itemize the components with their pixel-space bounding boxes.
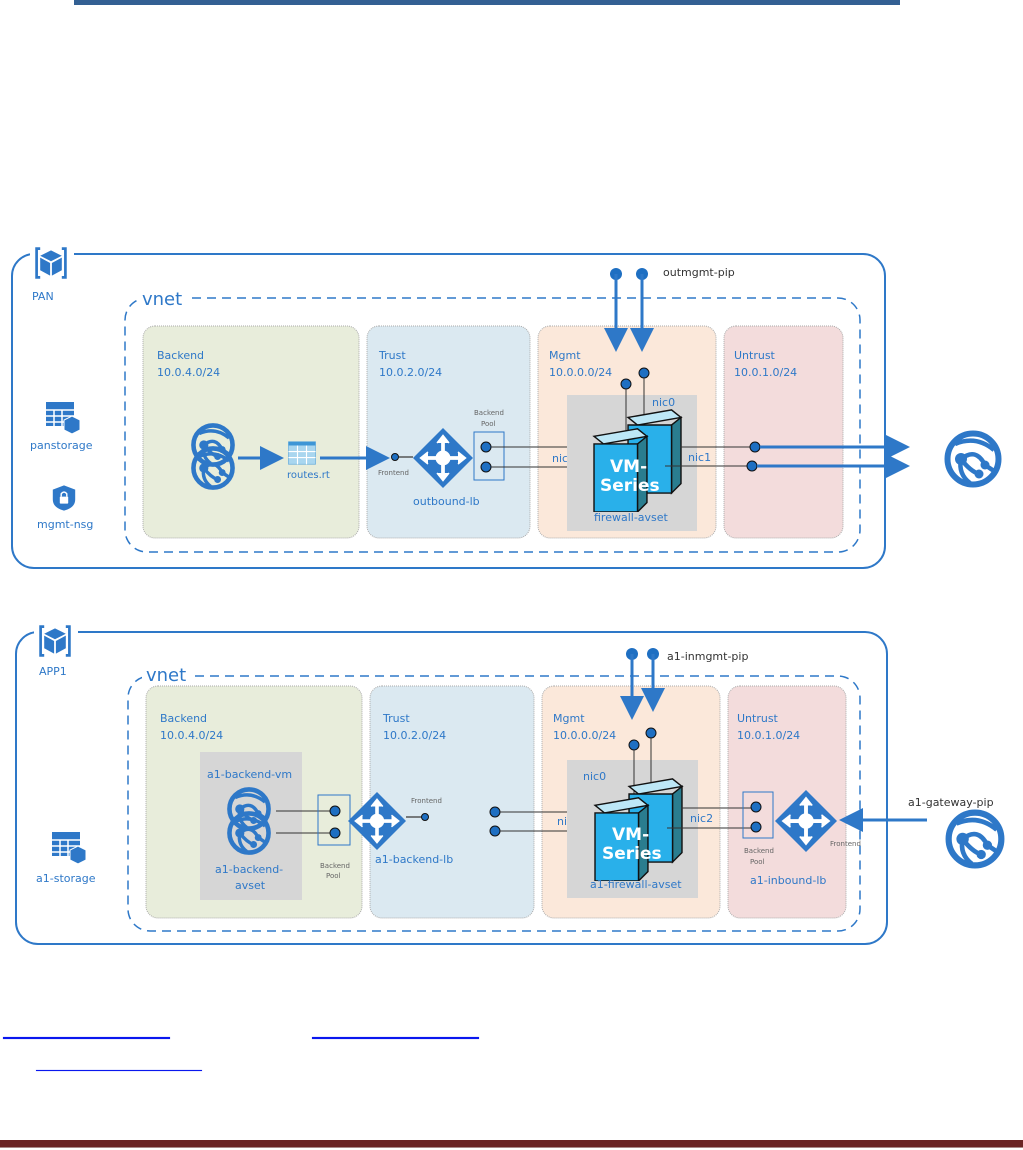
storage-icon	[51, 831, 87, 865]
backend-avset-box	[200, 752, 302, 900]
backend-avset-label: a1-backend-	[215, 863, 283, 876]
subnet-cidr: 10.0.0.0/24	[549, 366, 612, 379]
subnet-untrust	[727, 685, 847, 919]
internet-icon	[949, 813, 1002, 866]
avset-label: a1-firewall-avset	[590, 878, 682, 891]
group-label: APP1	[39, 665, 67, 678]
internet-icon	[948, 434, 999, 485]
top-rule	[74, 0, 900, 5]
subnet-trust	[366, 325, 531, 539]
doc-link[interactable]	[36, 1070, 202, 1071]
subnet-name: Untrust	[737, 712, 779, 725]
subnet-untrust	[723, 325, 844, 539]
backend-pool-label: Pool	[481, 420, 496, 428]
backend-pool-label: Backend	[744, 847, 774, 855]
group-label: PAN	[32, 290, 54, 303]
vnet-frame	[127, 675, 861, 932]
subnet-name: Mgmt	[549, 349, 581, 362]
gateway-pip-label: a1-gateway-pip	[908, 796, 994, 809]
doc-link[interactable]	[312, 1037, 479, 1039]
pip-label: outmgmt-pip	[663, 266, 735, 279]
subnet-name: Untrust	[734, 349, 776, 362]
vm-series-label: VM-	[610, 457, 647, 477]
resource-group-frame	[15, 631, 888, 945]
vnet-label: vnet	[146, 665, 186, 686]
vm-series-label: Series	[600, 476, 660, 496]
subnet-name: Trust	[378, 349, 406, 362]
subnet-name: Backend	[157, 349, 204, 362]
side-item-label: mgmt-nsg	[37, 518, 93, 531]
nic-label: nic0	[652, 396, 675, 409]
pip-label: a1-inmgmt-pip	[667, 650, 748, 663]
route-table-label: routes.rt	[287, 470, 330, 481]
vm-series-label: Series	[602, 844, 662, 864]
route-table-icon	[287, 441, 317, 465]
subnet-name: Mgmt	[553, 712, 585, 725]
frontend-label: Frontend	[411, 797, 442, 805]
side-item-label: panstorage	[30, 439, 93, 452]
frontend-label: Frontend	[830, 840, 861, 848]
nic-label: nic0	[583, 770, 606, 783]
diagram-pan: PAN vnet panstorage mgmt-nsg Backend 10.…	[11, 244, 999, 569]
backend-pool-label: Pool	[326, 872, 341, 880]
subnet-cidr: 10.0.1.0/24	[737, 729, 800, 742]
subnet-cidr: 10.0.0.0/24	[553, 729, 616, 742]
backend-pool-label: Pool	[750, 858, 765, 866]
subnet-name: Trust	[382, 712, 410, 725]
lb-name: a1-backend-lb	[375, 853, 453, 866]
backend-avset-label: avset	[235, 879, 266, 892]
subnet-backend	[142, 325, 360, 539]
resource-group-frame	[11, 253, 886, 569]
subnet-cidr: 10.0.2.0/24	[383, 729, 446, 742]
vm-series-label: VM-	[612, 825, 649, 845]
backend-pool-label: Backend	[474, 409, 504, 417]
backend-pool-label: Backend	[320, 862, 350, 870]
subnet-cidr: 10.0.4.0/24	[157, 366, 220, 379]
bottom-rule	[0, 1140, 1023, 1148]
nic-label: nic1	[688, 451, 711, 464]
side-item-label: a1-storage	[36, 872, 96, 885]
frontend-label: Frontend	[378, 469, 409, 477]
subnet-cidr: 10.0.2.0/24	[379, 366, 442, 379]
lb-name: a1-inbound-lb	[750, 874, 826, 887]
storage-icon	[45, 401, 81, 435]
nsg-shield-icon	[52, 484, 76, 512]
doc-link[interactable]	[3, 1037, 170, 1039]
backend-vm-label: a1-backend-vm	[207, 768, 292, 781]
diagram-app1: APP1 vnet a1-storage Backend 10.0.4.0/24…	[15, 622, 1002, 945]
avset-label: firewall-avset	[594, 511, 669, 524]
vnet-frame	[124, 297, 861, 553]
nic-label: nic2	[690, 812, 713, 825]
vnet-label: vnet	[142, 289, 182, 310]
lb-name: outbound-lb	[413, 495, 480, 508]
subnet-cidr: 10.0.1.0/24	[734, 366, 797, 379]
subnet-cidr: 10.0.4.0/24	[160, 729, 223, 742]
subnet-name: Backend	[160, 712, 207, 725]
